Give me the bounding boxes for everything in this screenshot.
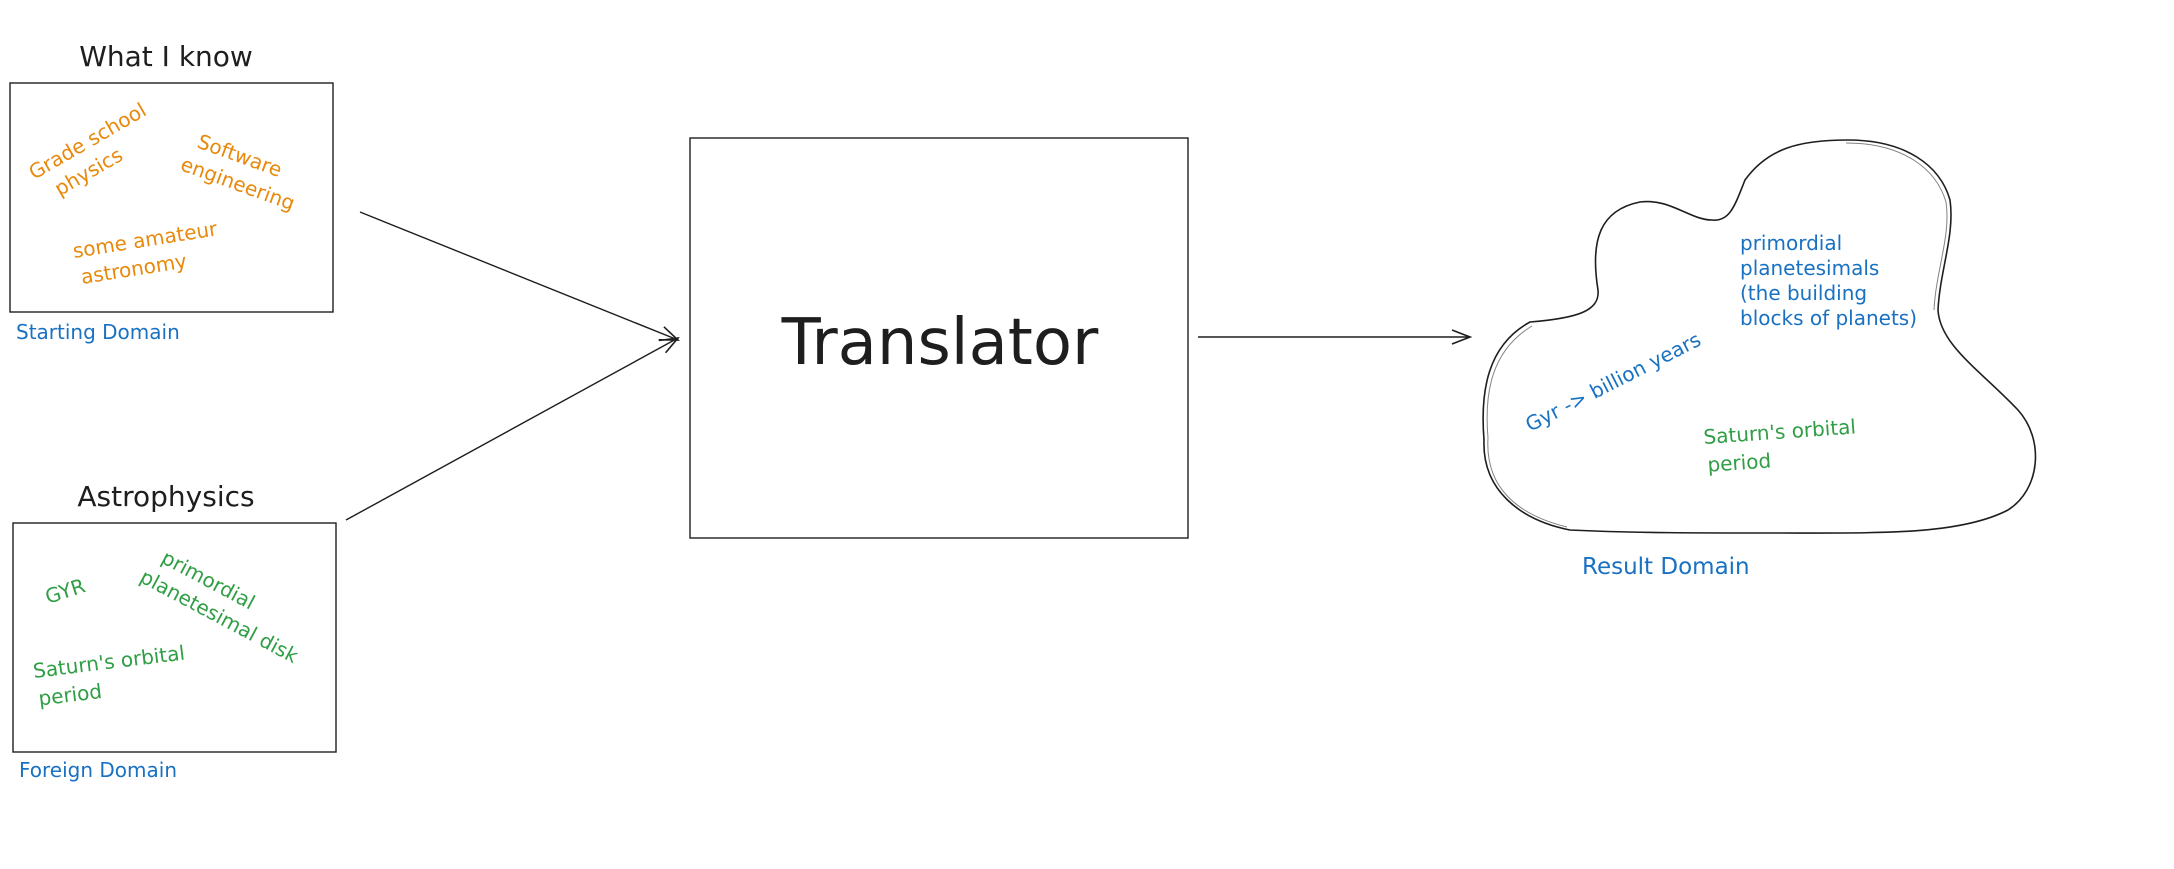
result-domain-cloud (1482, 139, 2037, 534)
arrow-foreign-to-translator (345, 338, 678, 521)
note-software-engineering: Software engineering (178, 126, 308, 215)
note-gyr-billion-years: Gyr -> billion years (1521, 327, 1704, 436)
note-grade-school-physics: Grade school physics (25, 95, 170, 208)
result-domain-caption: Result Domain (1582, 554, 1750, 580)
starting-domain-title: What I know (79, 40, 253, 73)
translator-label: Translator (781, 306, 1099, 380)
arrow-starting-to-translator (359, 211, 678, 340)
translator-box (689, 137, 1189, 539)
note-primordial-planetesimals: primordial planetesimals (the building b… (1740, 231, 1917, 330)
foreign-domain-caption: Foreign Domain (19, 758, 177, 782)
foreign-domain-title: Astrophysics (77, 480, 254, 513)
note-amateur-astronomy: some amateur astronomy (71, 215, 229, 289)
result-domain-cloud-sketch (1486, 142, 1948, 528)
foreign-domain-box (12, 522, 337, 753)
starting-domain-box (9, 82, 334, 313)
note-result-saturns-orbital-period: Saturn's orbital period (1703, 414, 1865, 477)
note-saturns-orbital-period: Saturn's orbital period (32, 640, 196, 711)
starting-domain-caption: Starting Domain (16, 320, 180, 344)
note-gyr: GYR (42, 573, 88, 608)
